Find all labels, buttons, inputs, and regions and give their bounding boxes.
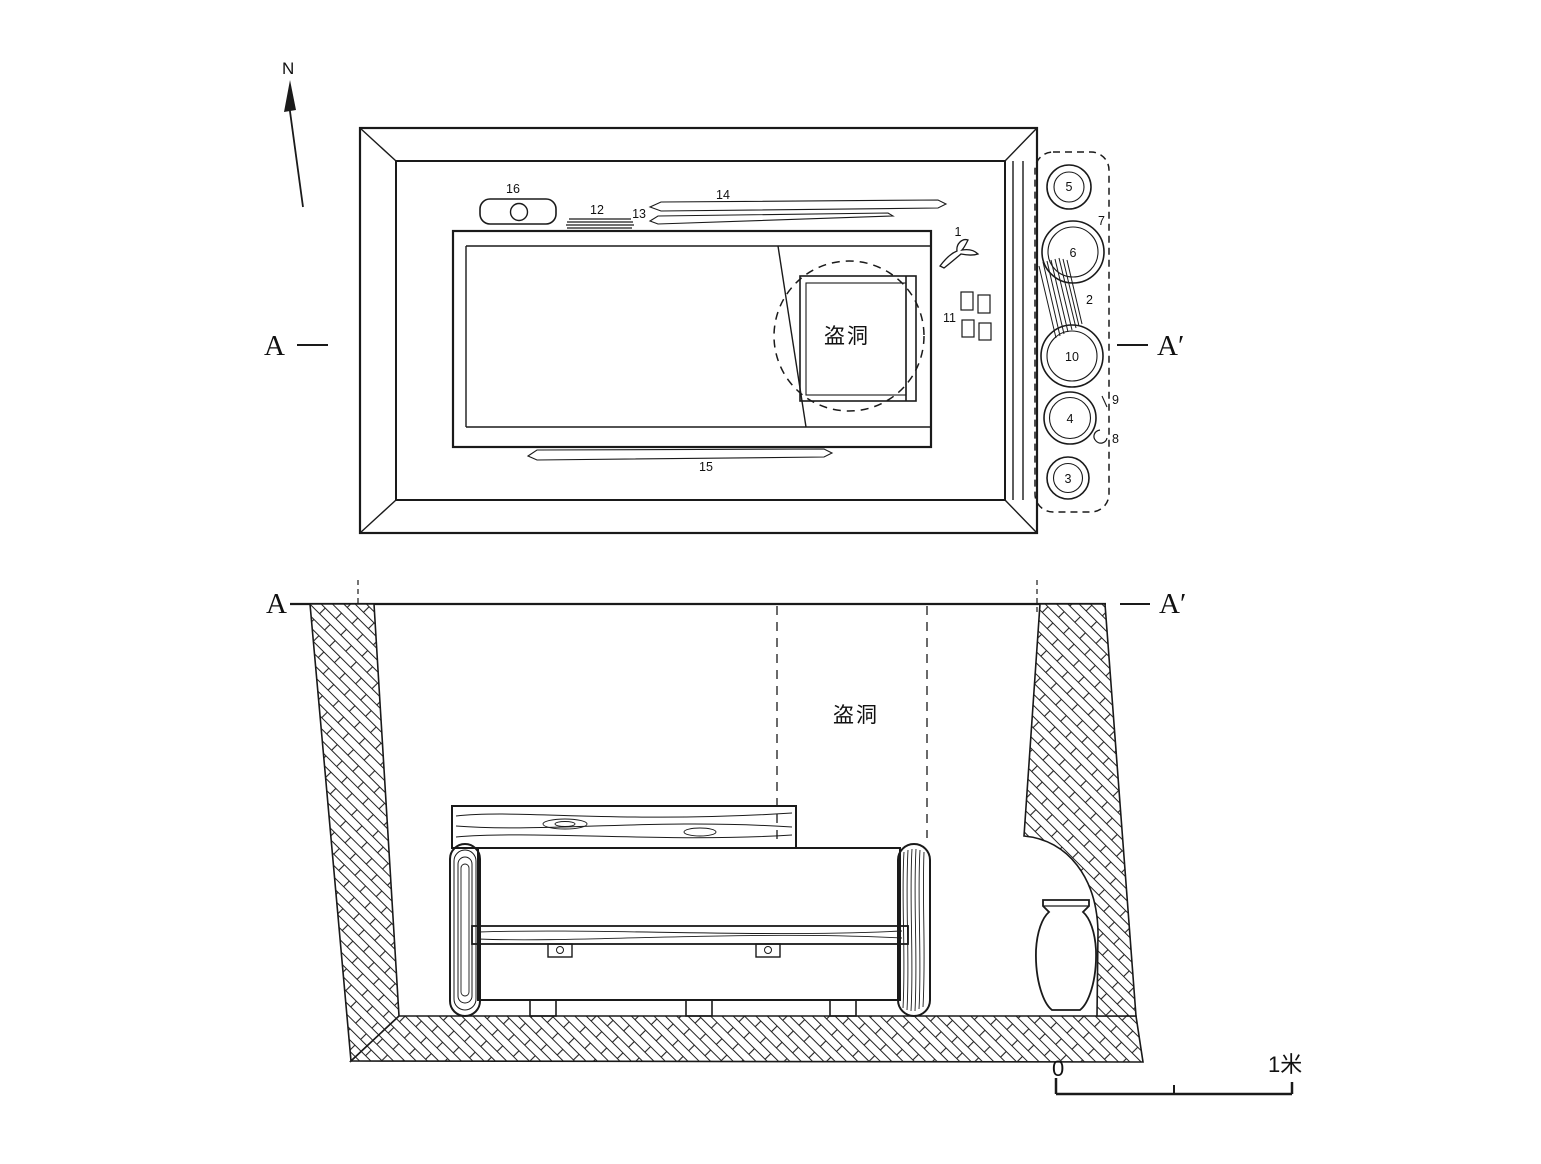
- plan-section-label-a: A: [264, 330, 285, 362]
- west-wall-hatch: [309, 603, 400, 1063]
- niche-label-6: 6: [1070, 246, 1077, 260]
- artifact-15-rod: 15: [526, 448, 834, 474]
- coffin-cleats: [547, 943, 781, 958]
- niche-label-5: 5: [1066, 180, 1073, 194]
- floor-hatch: [348, 1015, 1144, 1063]
- artifact-11-label: 11: [943, 311, 956, 325]
- artifact-1-object: 1: [939, 225, 980, 269]
- artifact-11-plaques: 11: [943, 291, 992, 341]
- plan-artifacts: 16 12 13 14 1: [479, 182, 992, 474]
- niche-vessel-section: [1035, 899, 1097, 1011]
- section-label-a: A: [266, 588, 287, 620]
- artifact-15-label: 15: [699, 460, 713, 474]
- pit-inner-outline: [395, 160, 1006, 501]
- niche-vessel-5: 5: [1046, 164, 1092, 210]
- niche-label-9: 9: [1112, 393, 1119, 407]
- jar-outline: [1035, 899, 1097, 1011]
- robber-hole-plan: 盗洞: [773, 260, 925, 412]
- artifact-16-label: 16: [506, 182, 520, 196]
- artifact-1-label: 1: [955, 225, 962, 239]
- north-arrow: N: [282, 59, 304, 208]
- scale-meter-label: 1米: [1268, 1052, 1302, 1077]
- east-wall-hatch-with-niche: [1023, 603, 1137, 1017]
- niche-label-3: 3: [1065, 472, 1072, 486]
- artifact-13-rod: 13: [632, 207, 895, 225]
- burial-niche-plan: 5 7 6 2 10: [1034, 151, 1119, 513]
- scale-zero-label: 0: [1052, 1056, 1064, 1081]
- disturbance-edge-line: [777, 245, 807, 428]
- niche-label-8: 8: [1112, 432, 1119, 446]
- artifact-14-label: 14: [716, 188, 730, 202]
- north-label: N: [282, 59, 294, 78]
- section-view: A A′ 盗洞: [266, 580, 1302, 1096]
- robber-hole-section: 盗洞: [776, 606, 928, 845]
- plan-section-line: A A′: [264, 330, 1184, 362]
- outer-coffin-outline: [451, 229, 933, 449]
- artifact-13-label: 13: [632, 207, 646, 221]
- coffin-plan: [451, 229, 933, 449]
- coffin-body: [477, 847, 901, 1001]
- earth-walls: [309, 603, 1144, 1063]
- inner-coffin-outline: [799, 275, 917, 402]
- robber-hole-plan-label: 盗洞: [824, 325, 870, 348]
- niche-item-9-mark: [1101, 395, 1108, 408]
- artifact-16-box: 16: [479, 182, 557, 225]
- coffin-cross-plank: [471, 925, 909, 945]
- plan-view: N A A′ 5 7: [264, 59, 1184, 535]
- niche-vessel-4: 4: [1043, 391, 1097, 445]
- plan-section-label-a-prime: A′: [1157, 330, 1184, 362]
- niche-vessel-6: 6: [1041, 220, 1105, 284]
- niche-item-2-bundle: [1038, 257, 1083, 339]
- robber-hole-dashed-circle: [773, 260, 925, 412]
- niche-item-8-mark: [1093, 429, 1108, 444]
- artifact-14-rod: 14: [648, 188, 948, 212]
- robber-hole-section-label: 盗洞: [833, 704, 879, 727]
- niche-label-7: 7: [1098, 214, 1105, 228]
- artifact-12-stack: 12: [566, 203, 634, 232]
- section-label-a-prime: A′: [1159, 588, 1186, 620]
- niche-label-4: 4: [1067, 412, 1074, 426]
- section-line-labels: A A′: [266, 580, 1186, 620]
- pit-outline-plan: [358, 126, 1039, 535]
- niche-vessel-10: 10: [1040, 324, 1104, 388]
- niche-label-2: 2: [1086, 293, 1093, 307]
- niche-label-10: 10: [1065, 350, 1079, 364]
- outer-coffin-plank: [451, 805, 797, 849]
- coffin-feet: [529, 999, 857, 1017]
- niche-vessel-3: 3: [1046, 456, 1090, 500]
- niche-dashed-outline: [1034, 151, 1110, 513]
- coffin-end-cap-west: [449, 843, 481, 1017]
- artifact-12-label: 12: [590, 203, 604, 217]
- pit-outer-outline: [358, 126, 1039, 535]
- scale-bar: 0 1米: [1052, 1052, 1302, 1096]
- coffin-section: [449, 805, 931, 1017]
- coffin-end-cap-east: [897, 843, 931, 1017]
